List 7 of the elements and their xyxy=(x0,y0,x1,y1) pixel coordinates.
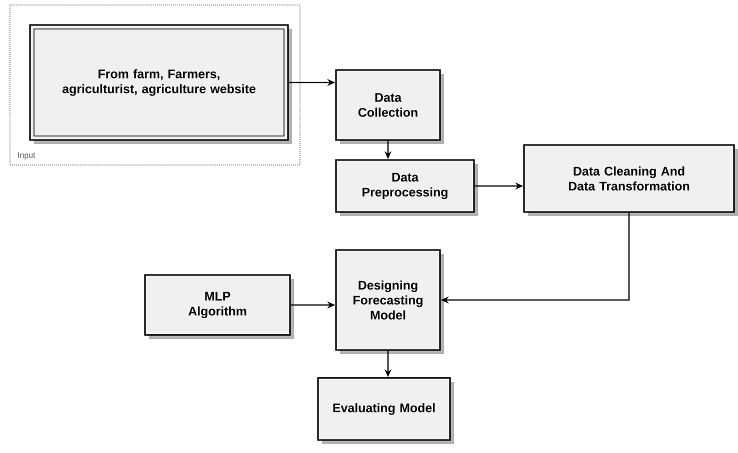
process-box: Data Cleaning And Data Transformation xyxy=(523,144,738,216)
process-box: MLP Algorithm xyxy=(144,274,294,339)
process-box: Data Collection xyxy=(335,69,444,144)
process-box: From farm, Farmers, agriculturist, agriculture website xyxy=(29,24,292,144)
process-box: Evaluating Model xyxy=(317,377,454,444)
process-box: Data Preprocessing xyxy=(335,159,478,216)
process-box: Designing Forecasting Model xyxy=(335,249,444,354)
